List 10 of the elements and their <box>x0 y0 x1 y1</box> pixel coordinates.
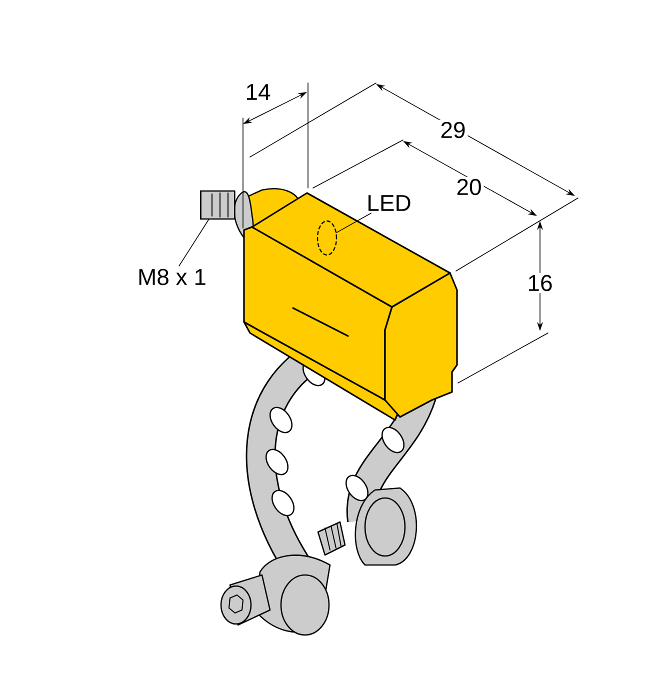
leader-line <box>178 219 210 266</box>
leader-line <box>336 212 372 233</box>
led-marker <box>316 220 338 256</box>
dimension-label: 16 <box>525 272 555 294</box>
dimension-label: 20 <box>454 176 484 198</box>
callout-label: LED <box>368 195 410 211</box>
callout-label: M8 x 1 <box>139 268 206 286</box>
dimension-label: 29 <box>438 120 468 140</box>
connector-thread <box>200 190 236 220</box>
dimension-label: 14 <box>243 82 273 102</box>
